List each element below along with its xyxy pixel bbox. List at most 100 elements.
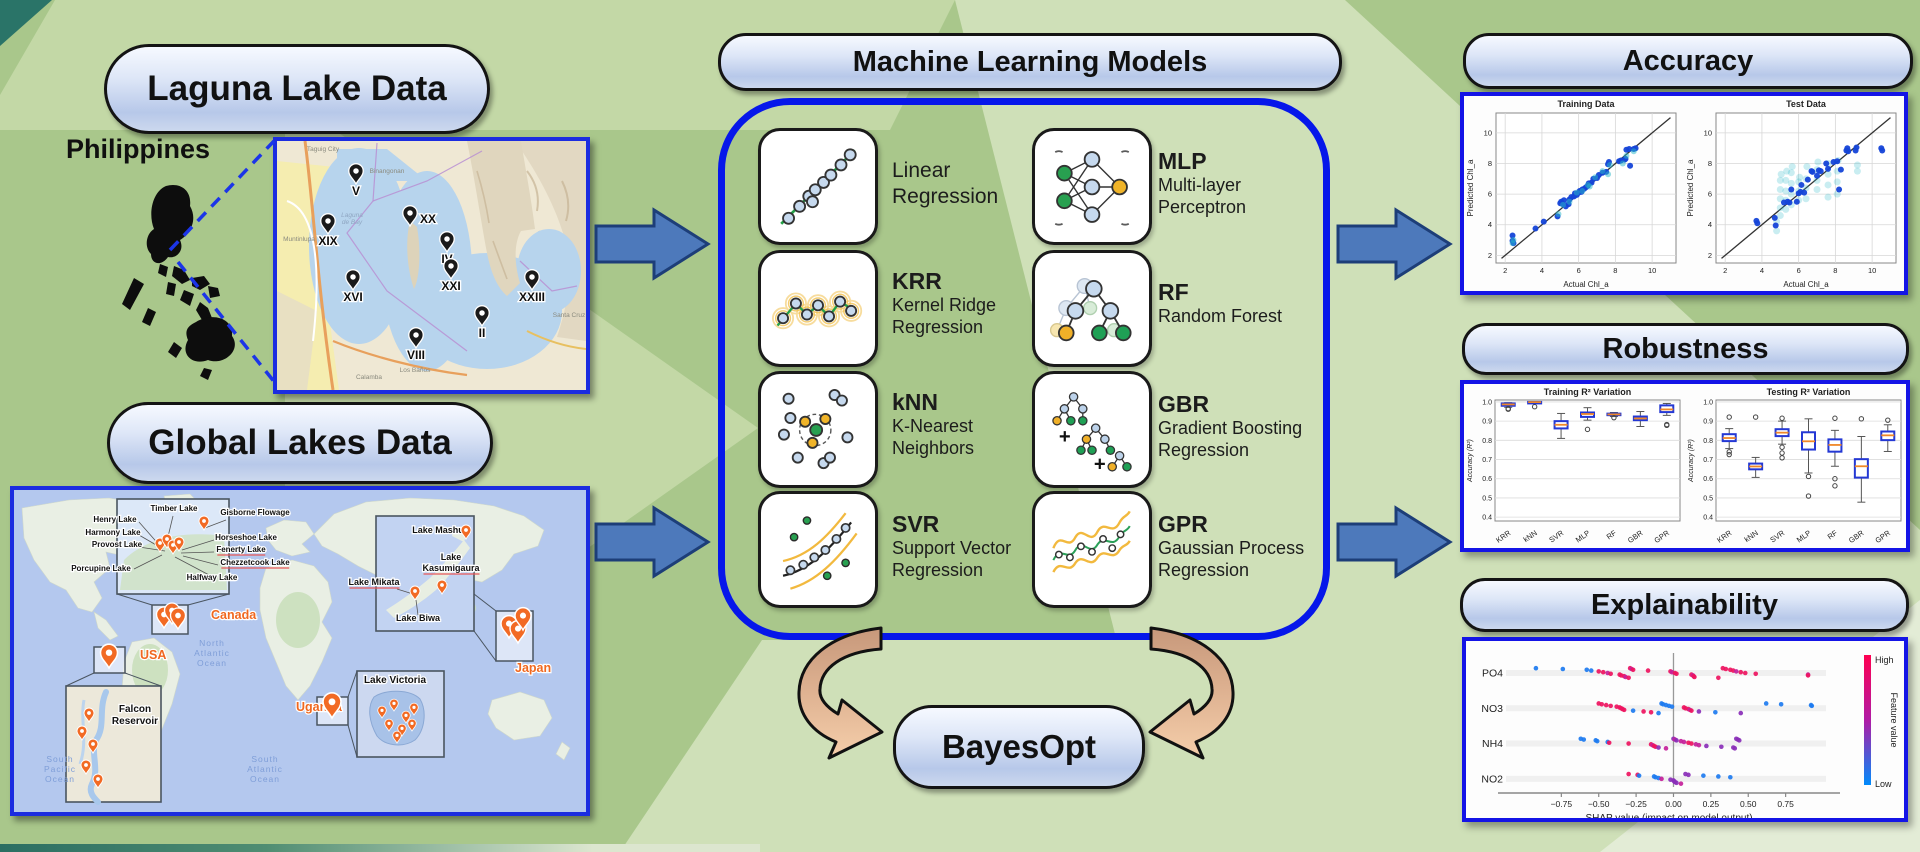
svg-text:0.4: 0.4 (1703, 515, 1713, 522)
model-card-knn (758, 371, 878, 488)
svg-text:MLP: MLP (1795, 528, 1813, 544)
falcon-pin (76, 725, 88, 741)
svg-text:4: 4 (1540, 266, 1544, 275)
lake-label: Fenerty Lake (216, 545, 266, 554)
svg-text:SHAP value (impact on model ou: SHAP value (impact on model output) (1585, 813, 1752, 818)
japan-lake-pin (409, 585, 421, 601)
svg-text:10: 10 (1704, 128, 1712, 137)
japan-lake-pin (436, 579, 448, 595)
svg-text:−0.25: −0.25 (1625, 799, 1647, 809)
svg-text:2: 2 (1723, 266, 1727, 275)
svg-text:4: 4 (1488, 220, 1492, 229)
laguna-place-label: Calamba (356, 374, 382, 381)
victoria-pin (397, 723, 407, 737)
svr-icon (782, 512, 858, 590)
svg-text:+: + (1094, 453, 1106, 475)
station-label: VIII (407, 348, 425, 362)
ml-models-box (718, 98, 1330, 640)
laguna-place-label: Muntinlupa (283, 236, 315, 243)
linear-regression-icon (780, 147, 857, 225)
station-pin (348, 163, 364, 186)
lake-label: Lake Biwa (396, 613, 441, 623)
svg-text:kNN: kNN (1522, 528, 1539, 544)
svg-text:Actual Chl_a: Actual Chl_a (1783, 280, 1829, 289)
svg-text:2: 2 (1708, 251, 1712, 260)
svg-text:2: 2 (1503, 266, 1507, 275)
country-label: USA (140, 648, 166, 662)
svg-text:Predicted Chl_a: Predicted Chl_a (1686, 159, 1695, 216)
model-label-rf: RF Random Forest (1158, 279, 1283, 326)
station-label: XIX (318, 234, 337, 248)
ml-models-title: Machine Learning Models (852, 45, 1208, 78)
gbr-icon: + + (1052, 391, 1132, 475)
model-label-svr: SVR Support Vector Regression (892, 511, 1012, 580)
svg-text:Training Data: Training Data (1557, 99, 1615, 109)
svg-text:0.7: 0.7 (1703, 457, 1713, 464)
model-label-knn: kNN K-Nearest Neighbors (892, 389, 975, 458)
svg-text:10: 10 (1868, 266, 1876, 275)
svg-text:−0.75: −0.75 (1551, 799, 1573, 809)
model-card-rf (1032, 250, 1152, 367)
lake-label: Henry Lake (93, 515, 137, 524)
svg-text:10: 10 (1648, 266, 1656, 275)
laguna-data-title: Laguna Lake Data (147, 69, 447, 108)
svg-text:GBR: GBR (1847, 528, 1866, 545)
model-card-gbr: + + (1032, 371, 1152, 488)
svg-text:0.25: 0.25 (1703, 799, 1720, 809)
svg-text:SVR: SVR (1547, 528, 1565, 545)
svg-text:0.6: 0.6 (1703, 476, 1713, 483)
victoria-pin (409, 702, 419, 716)
victoria-pin (389, 698, 399, 712)
svg-text:8: 8 (1488, 159, 1492, 168)
victoria-pin (401, 710, 411, 724)
random-forest-icon (1049, 277, 1132, 341)
lake-label: Provost Lake (92, 540, 143, 549)
feature-value-colorbar (1864, 655, 1871, 785)
model-label-gbr: GBR Gradient Boosting Regression (1158, 391, 1303, 460)
lake-label: Halfway Lake (187, 573, 238, 582)
svg-text:1.0: 1.0 (1703, 399, 1713, 406)
kernel-ridge-icon (772, 290, 863, 329)
explainability-pill: Explainability (1460, 578, 1909, 632)
mlp-icon (1054, 149, 1130, 226)
model-card-gpr (1032, 491, 1152, 608)
svg-text:0.8: 0.8 (1703, 438, 1713, 445)
inset-title-label: Lake Victoria (364, 675, 427, 686)
station-pin (524, 269, 540, 292)
model-card-linear-regression (758, 128, 878, 245)
svg-text:0.8: 0.8 (1482, 438, 1492, 445)
gpr-icon (1052, 510, 1131, 573)
philippines-label: Philippines (66, 134, 211, 164)
svg-text:GPR: GPR (1873, 528, 1892, 545)
falcon-pin (92, 773, 104, 789)
svg-text:Testing R² Variation: Testing R² Variation (1767, 387, 1851, 397)
svg-text:SVR: SVR (1768, 528, 1786, 545)
canada-pin (169, 607, 187, 631)
lake-label: Chezzetcook Lake (220, 558, 290, 567)
svg-text:6: 6 (1797, 266, 1801, 275)
svg-text:GBR: GBR (1626, 528, 1645, 545)
svg-text:+: + (1059, 425, 1071, 447)
svg-text:8: 8 (1833, 266, 1837, 275)
station-pin (439, 231, 455, 254)
svg-text:Feature value: Feature value (1889, 692, 1899, 747)
falcon-pin (87, 738, 99, 754)
svg-text:NO3: NO3 (1481, 703, 1503, 715)
svg-text:8: 8 (1708, 159, 1712, 168)
svg-text:10: 10 (1484, 128, 1492, 137)
model-label-linear-regression: Linear Regression (892, 158, 999, 208)
svg-text:NO2: NO2 (1481, 773, 1503, 785)
falcon-pin (83, 707, 95, 723)
station-pin (402, 205, 418, 228)
explainability-title: Explainability (1591, 588, 1778, 621)
station-label: XXI (441, 279, 460, 293)
global-data-pill: Global Lakes Data (107, 402, 493, 484)
station-label: XX (420, 212, 436, 226)
model-label-gpr: GPR Gaussian Process Regression (1158, 511, 1305, 580)
svg-text:4: 4 (1708, 220, 1712, 229)
